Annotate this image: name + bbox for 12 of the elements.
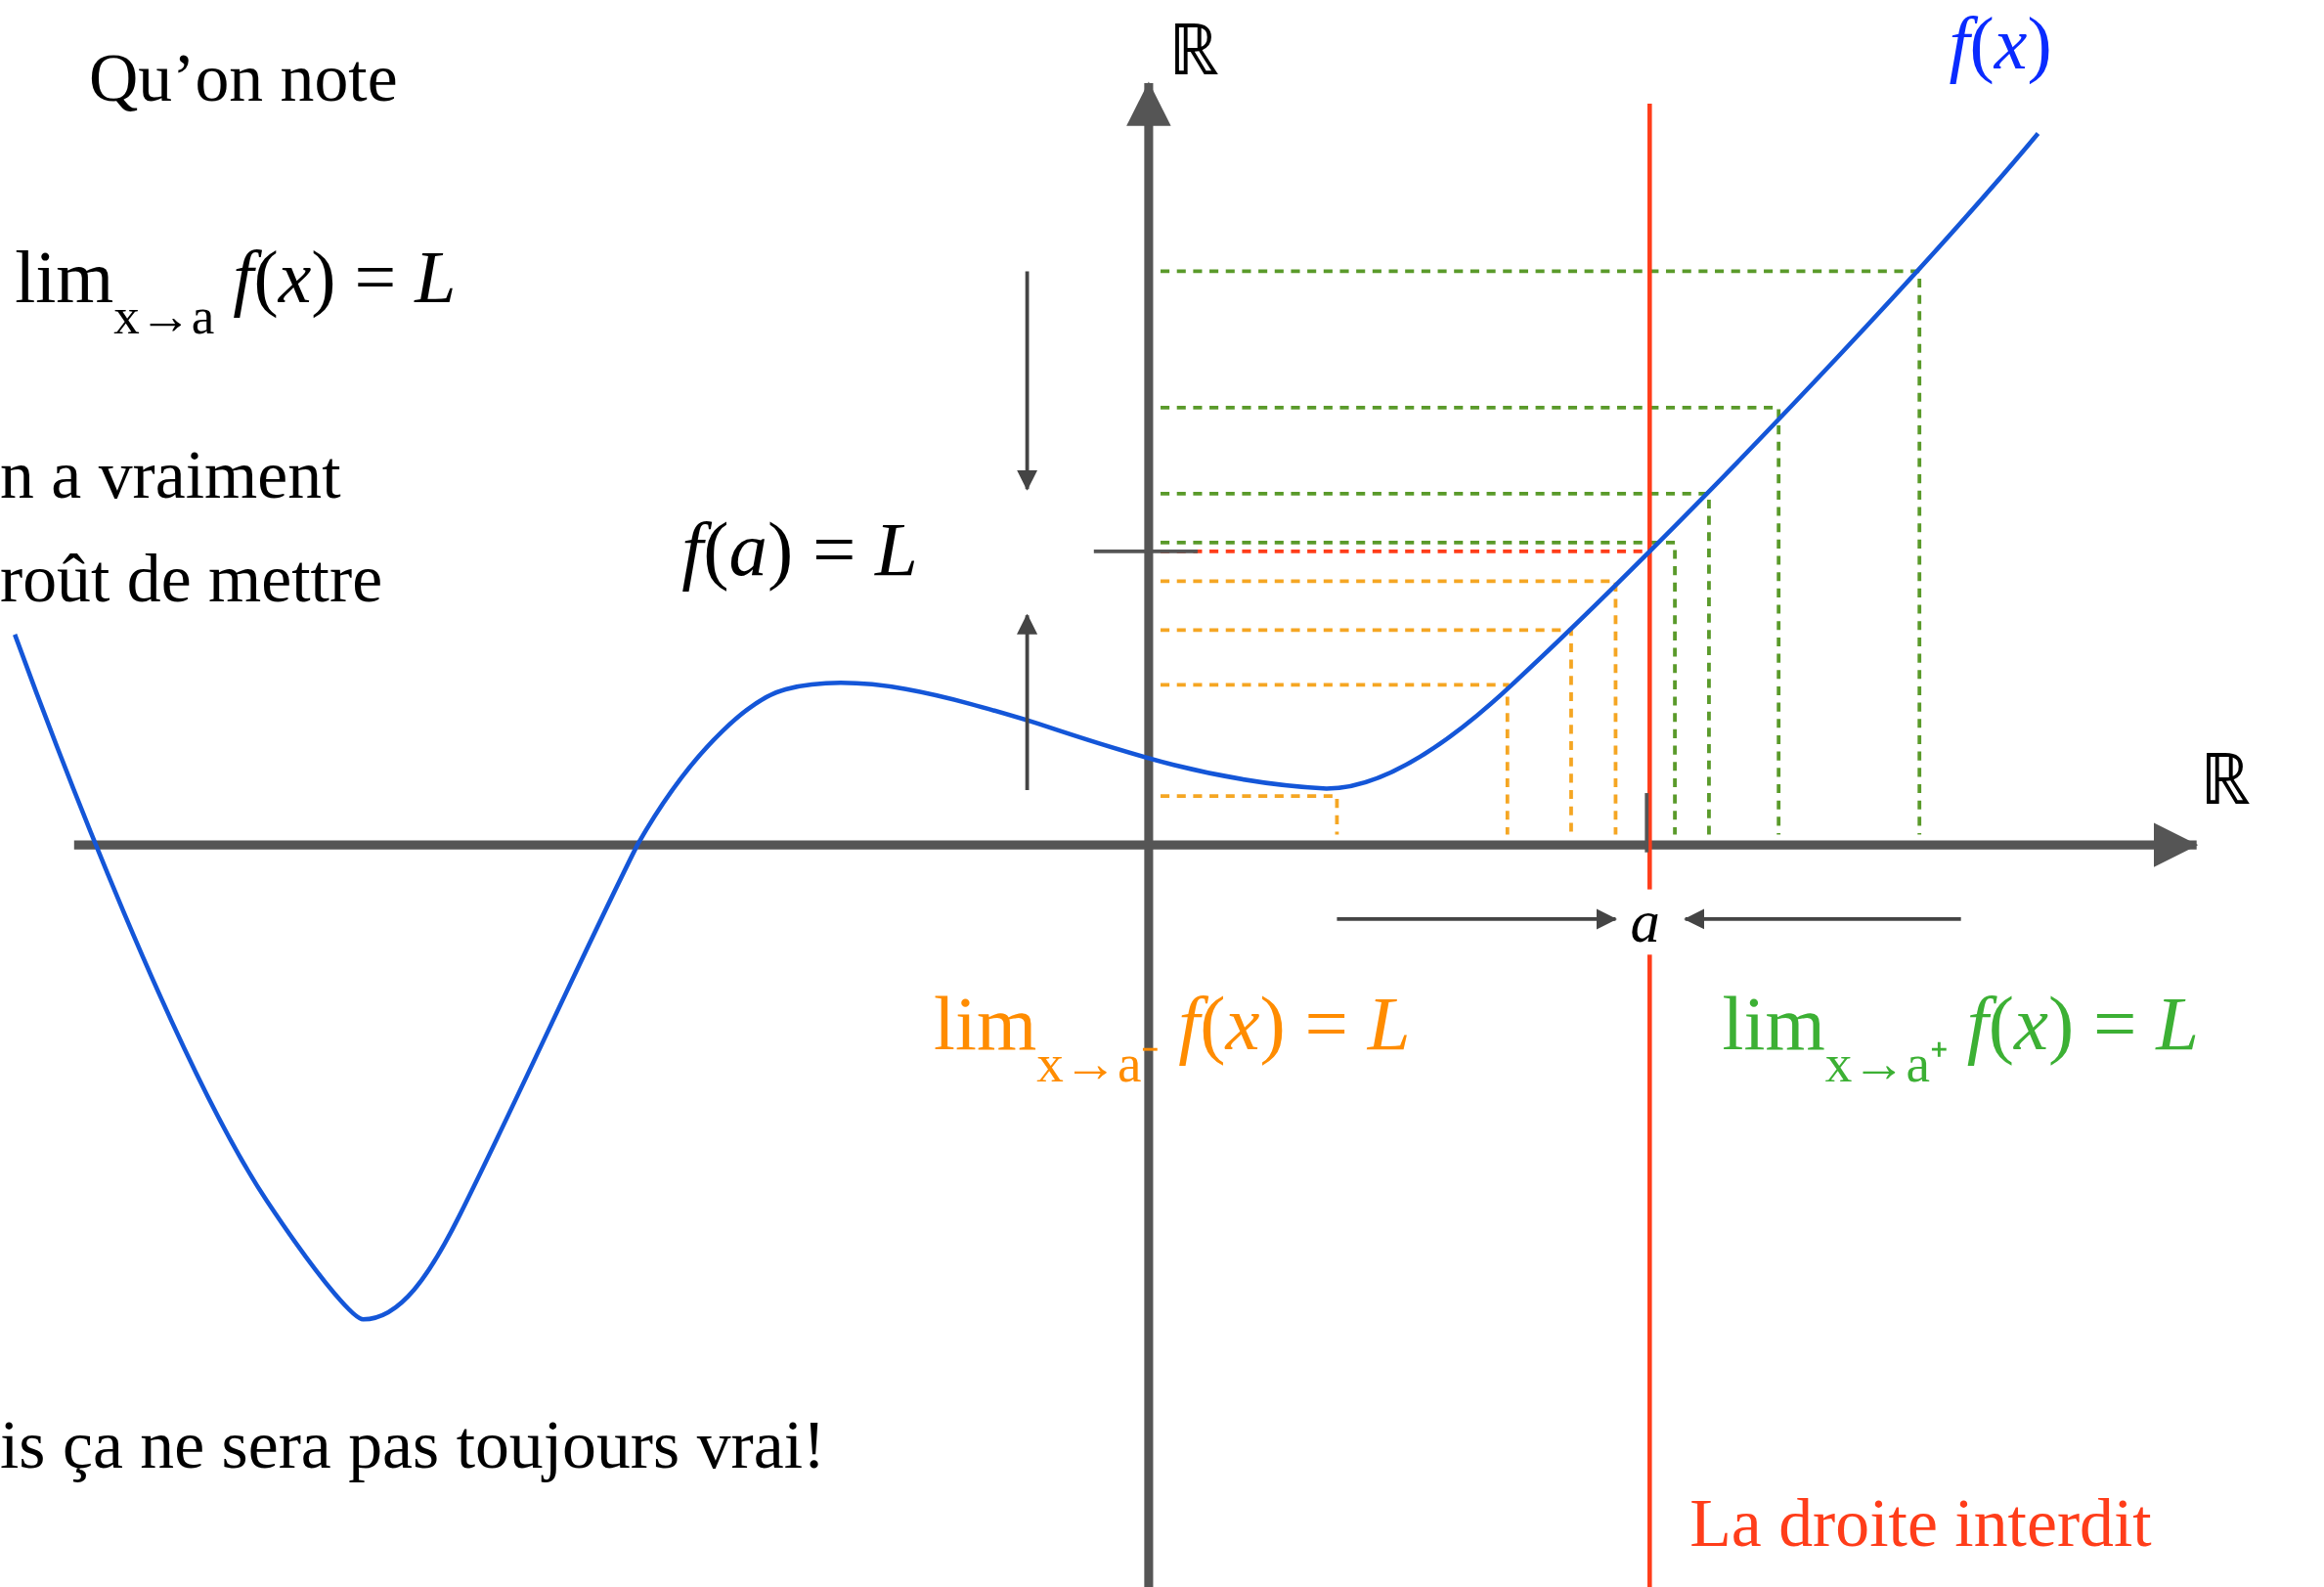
text: La droite interdit [1689,1486,2152,1563]
text: Qu’on note [88,41,398,117]
point-label: a [1630,889,1660,955]
function-label: f(x) [1949,3,2052,85]
axis-label: ℝ [2199,741,2251,820]
text: roût de mettre [0,542,383,618]
math-formula: lim$_{x→a⁺}$ f(x) = L [1722,981,2200,1094]
axis-label: ℝ [1167,12,1219,91]
math-formula: f(a) = L [681,507,918,593]
text: is ça ne sera pas toujours vrai! [0,1408,826,1483]
math-formula: lim$_{x→a}$ f(x) = L [15,237,457,346]
text: n a vraiment [0,438,341,514]
